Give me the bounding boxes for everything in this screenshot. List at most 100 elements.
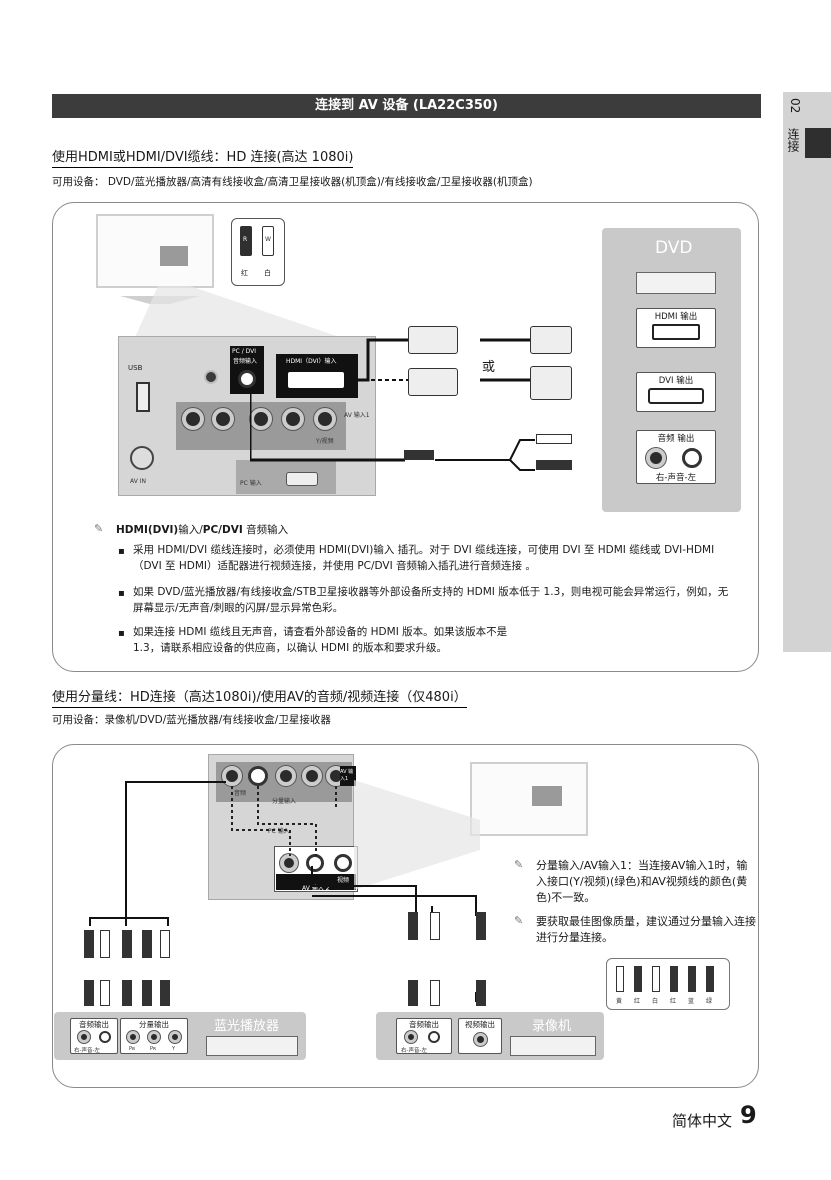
bluray-pb-jack [127, 1031, 139, 1043]
pc-label-2: PC 输入 [268, 828, 290, 835]
section1-title: 使用HDMI或HDMI/DVI缆线：HD 连接(高达 1080i) [52, 146, 354, 168]
component-jack-3 [250, 408, 272, 430]
bluray-pr-jack [148, 1031, 160, 1043]
hdmi-out-port [652, 324, 700, 340]
bullet-marker-2: ▪ [118, 588, 125, 599]
tv-screen-highlight-2 [532, 786, 562, 806]
pr-jack [276, 766, 296, 786]
hdmi-cables [250, 338, 535, 471]
plug-icon [84, 980, 94, 1006]
hdmi-plug-right-icon [530, 326, 572, 354]
vcr-audio-r-jack [405, 1031, 417, 1043]
plug-icon [634, 966, 642, 992]
hdmi-label: HDMI（DVI）输入 [286, 358, 337, 365]
legend-green: 绿 [706, 998, 713, 1005]
plug-icon [142, 980, 152, 1006]
section2-subtitle: 可用设备：录像机/DVD/蓝光播放器/有线接收盒/卫星接收器 [52, 714, 331, 726]
note-head-pcdvi: PC/DVI [202, 524, 243, 536]
bluray-y-jack [169, 1031, 181, 1043]
red-audio-plug-icon [536, 460, 572, 470]
dvi-out-port [648, 388, 704, 404]
chapter-number: 02 [788, 98, 802, 114]
dvi-out-label: DVI 输出 [658, 376, 694, 386]
bluray-pb-label: Pʙ [129, 1046, 135, 1052]
component-jack-4 [282, 408, 304, 430]
note-head-hdmi: HDMI(DVI) [116, 524, 179, 536]
chapter-tab-marker [805, 128, 831, 158]
plug-icon [706, 966, 714, 992]
tv-screen-highlight [160, 246, 188, 266]
plug-icon [408, 980, 418, 1006]
hdmi-port [288, 372, 344, 388]
plug-icon [408, 912, 418, 940]
vcr-video-jack [474, 1033, 487, 1046]
red-caption: 红 [241, 269, 248, 277]
vcr-name: 录像机 [532, 1019, 572, 1034]
vcr-audio-label: 音频输出 [409, 1020, 439, 1029]
section2-note-2: 要获取最佳图像质量，建议通过分量输入连接进行分量连接。 [536, 915, 756, 944]
plug-icon [160, 980, 170, 1006]
hdmi-out-card [636, 308, 716, 348]
vcr-lr-label: 右-声音-左 [401, 1048, 427, 1054]
usb-port [136, 382, 150, 412]
white-plug-icon [262, 226, 274, 256]
bluray-audio-r-jack [78, 1031, 90, 1043]
av2-video-jack [334, 854, 352, 872]
tv-zoom-lines-2 [354, 780, 480, 890]
footer-language: 简体中文 [672, 1112, 733, 1130]
pcdvi-audio-jack [238, 370, 256, 388]
legend-blue: 蓝 [688, 998, 695, 1005]
note-bullet-2: 如果 DVD/蓝光播放器/有线接收盒/STB卫星接收器等外部设备所支持的 HDM… [133, 586, 729, 614]
note2-pencil-icon-2: ✎ [514, 914, 524, 927]
page-number: 9 [740, 1101, 757, 1129]
tv-zoom-lines [120, 286, 360, 344]
av-in1-label: AV 输入1 [344, 412, 370, 419]
section1-subtitle: 可用设备： DVD/蓝光播放器/高清有线接收盒/高清卫星接收器(机顶盒)/有线接… [52, 176, 533, 188]
dashed-routing [231, 786, 337, 856]
plug-icon [100, 930, 110, 958]
note-head-audio: 音频输入 [242, 524, 289, 536]
vcr-audio-l-jack [428, 1031, 440, 1043]
tv-illustration [96, 214, 214, 288]
rca-plug-card [231, 218, 285, 286]
legend-white: 白 [652, 998, 659, 1005]
legend-yellow: 黄 [616, 998, 623, 1005]
headphone-jack [204, 370, 218, 384]
hdmi-plug-left2-icon [408, 368, 458, 396]
pcdvi-label: PC / DVI [232, 348, 257, 355]
bluray-lr-label: 右-声音-左 [74, 1048, 100, 1054]
usb-label: USB [128, 364, 143, 372]
component-jack-1 [182, 408, 204, 430]
vcr-video-label: 视频输出 [465, 1020, 495, 1029]
antenna-jack [130, 446, 154, 470]
av2-label: AV 输入 2 [302, 885, 330, 892]
audio-plug-icon [404, 450, 434, 460]
pcdvi-sublabel: 音频输入 [233, 358, 258, 365]
tv-illustration-2 [470, 762, 588, 836]
dvd-player-icon [636, 272, 716, 294]
dvd-title: DVD [655, 238, 693, 258]
plug-icon [652, 966, 660, 992]
audio-label-2: 音频 [234, 790, 247, 797]
hdmi-plug-left-icon [408, 326, 458, 354]
chapter-label: 连接 [786, 128, 800, 152]
plug-color-legend [606, 958, 730, 1010]
note-bullet-1: 采用 HDMI/DVI 缆线连接时，必须使用 HDMI(DVI)输入 插孔。对于… [133, 544, 715, 572]
plug-icon [476, 980, 486, 1006]
plug-icon [160, 930, 170, 958]
component-jack-5 [314, 408, 336, 430]
plug-icon [688, 966, 696, 992]
pc-in-label: PC 输入 [240, 480, 262, 487]
bluray-player-icon [206, 1036, 298, 1056]
plug-icon [476, 912, 486, 940]
note-head-input: 输入/ [178, 524, 203, 536]
y-video-label: Y/视频 [316, 438, 334, 445]
bullet-marker-3: ▪ [118, 628, 125, 639]
av2-video-label: 视频 [337, 877, 350, 884]
white-caption: 白 [264, 269, 271, 277]
bullet-marker-1: ▪ [118, 546, 125, 557]
audio-jack-l [248, 766, 268, 786]
section2-note-1: 分量输入/AV输入1：当连接AV输入1时，输入接口(Y/视频)(绿色)和AV视频… [536, 859, 748, 904]
page-title: 连接到 AV 设备 (LA22C350) [52, 94, 761, 118]
plug-icon [430, 980, 440, 1006]
